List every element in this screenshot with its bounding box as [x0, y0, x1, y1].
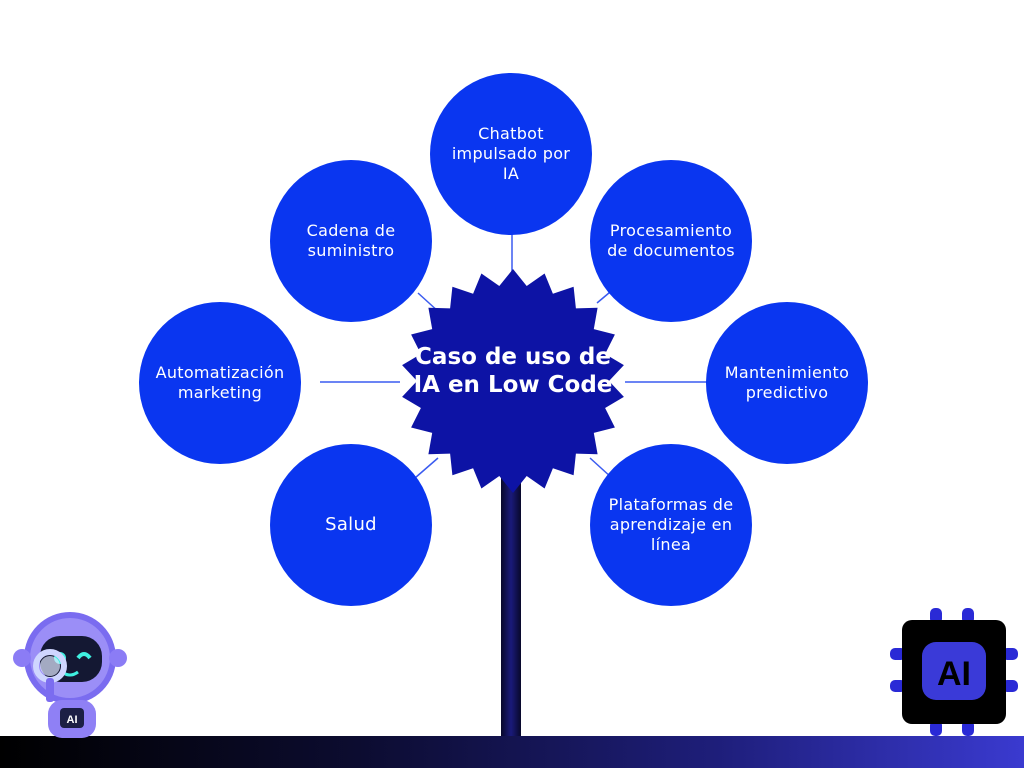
connector-salud	[414, 457, 439, 479]
node-label-salud: Salud	[325, 514, 377, 535]
node-label-cadena: Cadena de suministro	[306, 221, 396, 260]
center-title: Caso de uso de IA en Low Code	[413, 344, 613, 398]
node-salud: Salud	[270, 444, 432, 606]
node-automatizacion-marketing: Automatización marketing	[139, 302, 301, 464]
robot-badge-text: AI	[67, 714, 78, 726]
chip-text: AI	[937, 655, 971, 693]
node-procesamiento-documentos: Procesamiento de documentos	[590, 160, 752, 322]
node-label-automatizacion: Automatización marketing	[155, 363, 285, 402]
node-label-procesamiento: Procesamiento de documentos	[607, 221, 735, 260]
ai-chip-icon: AI	[890, 608, 1018, 736]
center-starburst	[402, 269, 624, 493]
footer-gradient-bar	[0, 736, 1024, 768]
node-label-chatbot: Chatbot impulsado por IA	[451, 124, 571, 183]
node-label-plataformas: Plataformas de aprendizaje en línea	[608, 495, 734, 554]
node-label-mantenimiento: Mantenimiento predictivo	[724, 363, 850, 402]
node-cadena-suministro: Cadena de suministro	[270, 160, 432, 322]
node-chatbot: Chatbot impulsado por IA	[430, 73, 592, 235]
diagram-stem	[501, 470, 521, 738]
robot-mascot-icon: AI	[13, 612, 127, 738]
node-plataformas-aprendizaje: Plataformas de aprendizaje en línea	[590, 444, 752, 606]
node-mantenimiento-predictivo: Mantenimiento predictivo	[706, 302, 868, 464]
